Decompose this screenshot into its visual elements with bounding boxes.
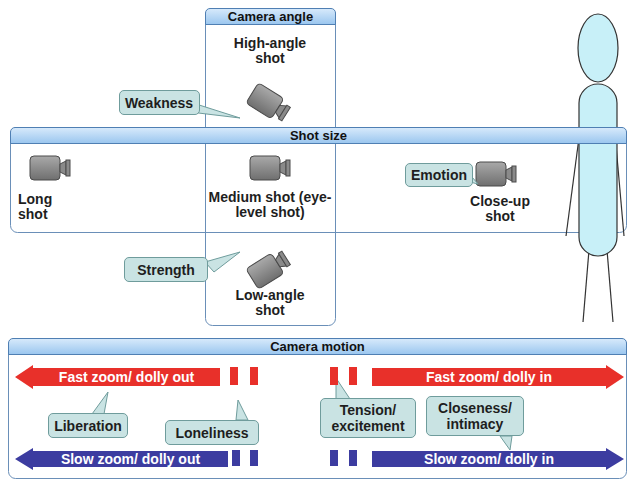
motion-arrow: Fast zoom/ dolly in bbox=[372, 365, 624, 389]
callout-box: Weakness bbox=[119, 90, 200, 115]
callout-box: Liberation bbox=[48, 413, 128, 438]
callout-text: Tension/ excitement bbox=[325, 402, 411, 434]
panel-heading: Camera angle bbox=[205, 8, 336, 25]
shot-panel-outline bbox=[11, 128, 627, 233]
arrow-text: Slow zoom/ dolly out bbox=[61, 451, 200, 467]
arrow-text: Fast zoom/ dolly out bbox=[59, 369, 194, 385]
camera-icon bbox=[246, 83, 293, 125]
panel-heading: Camera motion bbox=[8, 338, 627, 355]
callout-box: Strength bbox=[124, 257, 208, 282]
person-figure bbox=[566, 14, 624, 322]
motion-panel-outline bbox=[9, 339, 627, 479]
motion-arrow: Slow zoom/ dolly in bbox=[372, 448, 624, 470]
motion-arrow: Slow zoom/ dolly out bbox=[15, 448, 228, 470]
divider bbox=[335, 140, 336, 232]
shot-label: Low-angle shot bbox=[222, 288, 318, 318]
callout-text: Loneliness bbox=[175, 425, 248, 441]
shot-label: Medium shot (eye-level shot) bbox=[208, 190, 332, 220]
divider bbox=[205, 140, 206, 232]
callout-box: Closeness/ intimacy bbox=[426, 396, 524, 436]
motion-arrow: Fast zoom/ dolly out bbox=[15, 365, 220, 389]
callout-box: Emotion bbox=[405, 163, 473, 187]
callout-box: Tension/ excitement bbox=[320, 398, 416, 438]
callout-text: Strength bbox=[137, 262, 195, 278]
arrow-body bbox=[372, 365, 624, 389]
callout-text: Closeness/ intimacy bbox=[431, 400, 519, 432]
panel-heading: Shot size bbox=[10, 127, 627, 144]
arrow-body bbox=[372, 448, 624, 470]
panel: Shot sizeEmotion bbox=[10, 127, 627, 233]
motion-marks bbox=[232, 450, 357, 466]
callout-box: Loneliness bbox=[165, 420, 259, 445]
shot-label: High-angle shot bbox=[222, 36, 318, 66]
camera-icon bbox=[246, 248, 293, 290]
callout-text: Emotion bbox=[411, 167, 467, 183]
panel: Camera motionLiberation Loneliness Tension… bbox=[8, 338, 627, 479]
arrow-text: Slow zoom/ dolly in bbox=[424, 451, 554, 467]
camera-icon bbox=[250, 156, 290, 180]
shot-label: Long shot bbox=[18, 192, 78, 222]
shot-label: Close-up shot bbox=[462, 194, 538, 224]
motion-marks bbox=[230, 367, 357, 385]
camera-icon bbox=[476, 162, 516, 186]
camera-icon bbox=[30, 156, 70, 180]
callout-text: Liberation bbox=[54, 418, 122, 434]
arrow-text: Fast zoom/ dolly in bbox=[426, 369, 552, 385]
arrow-body bbox=[15, 448, 228, 470]
callout-text: Weakness bbox=[125, 95, 193, 111]
arrow-body bbox=[15, 365, 220, 389]
